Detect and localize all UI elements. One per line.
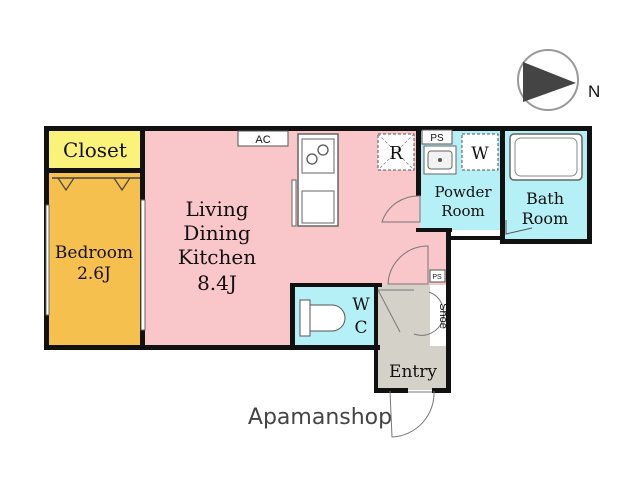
compass-north-label: N	[588, 82, 600, 101]
ac-label: AC	[255, 134, 270, 146]
closet-door-left-icon	[57, 177, 75, 192]
closet-door-right-icon	[113, 177, 131, 192]
ldk-line1: Living	[185, 197, 248, 221]
powder-door-swing	[381, 195, 421, 223]
stove	[301, 138, 335, 174]
powder-line1: Powder	[434, 183, 492, 201]
refrigerator-label: R	[389, 143, 403, 164]
shoe-label: Shoe	[437, 303, 449, 329]
compass-arrow-icon	[523, 62, 576, 102]
bedroom-sliding-door	[140, 199, 146, 331]
entry-room	[376, 346, 450, 390]
bath-line1: Bath	[526, 189, 564, 208]
bath-line2: Room	[522, 209, 568, 228]
ldk-line2: Dining	[183, 221, 251, 245]
entry-label: Entry	[389, 362, 437, 382]
bath-door-icon	[505, 220, 533, 235]
compass: N	[517, 49, 600, 111]
bedroom-size: 2.6J	[77, 264, 111, 284]
ps-small-box	[429, 269, 446, 283]
wc-line1: W	[352, 295, 370, 315]
toilet-icon	[309, 304, 346, 332]
toilet-tank	[299, 299, 311, 337]
entry-door-lines	[377, 289, 414, 333]
washer-label: W	[471, 144, 489, 164]
powder-line2: Room	[441, 202, 485, 220]
ps-top-box	[421, 129, 453, 145]
wc-line2: C	[354, 318, 367, 338]
bathtub	[509, 133, 583, 181]
entry-inner-door-icon	[413, 291, 445, 336]
closet-label: Closet	[63, 138, 127, 162]
front-door-swing-icon	[389, 390, 435, 438]
bedroom-room	[48, 172, 144, 346]
bedroom-label: Bedroom	[55, 243, 133, 263]
hall-door-swing	[387, 245, 429, 285]
ps-top-label: PS	[430, 133, 444, 144]
burner-icon	[306, 153, 318, 165]
ps-small-label: PS	[432, 274, 442, 281]
ldk-size: 8.4J	[197, 271, 237, 295]
entry-floor	[376, 285, 430, 346]
ac-unit	[237, 130, 289, 147]
brand-watermark: Apamanshop	[248, 405, 392, 430]
kitchen-sink	[301, 190, 335, 224]
bedroom-window	[45, 204, 50, 316]
kitchen-window	[291, 179, 297, 227]
ldk-line3: Kitchen	[178, 245, 256, 269]
drain-icon	[438, 158, 442, 162]
washer-space	[461, 133, 499, 171]
closet-room	[48, 130, 144, 172]
burner-icon	[317, 144, 329, 156]
